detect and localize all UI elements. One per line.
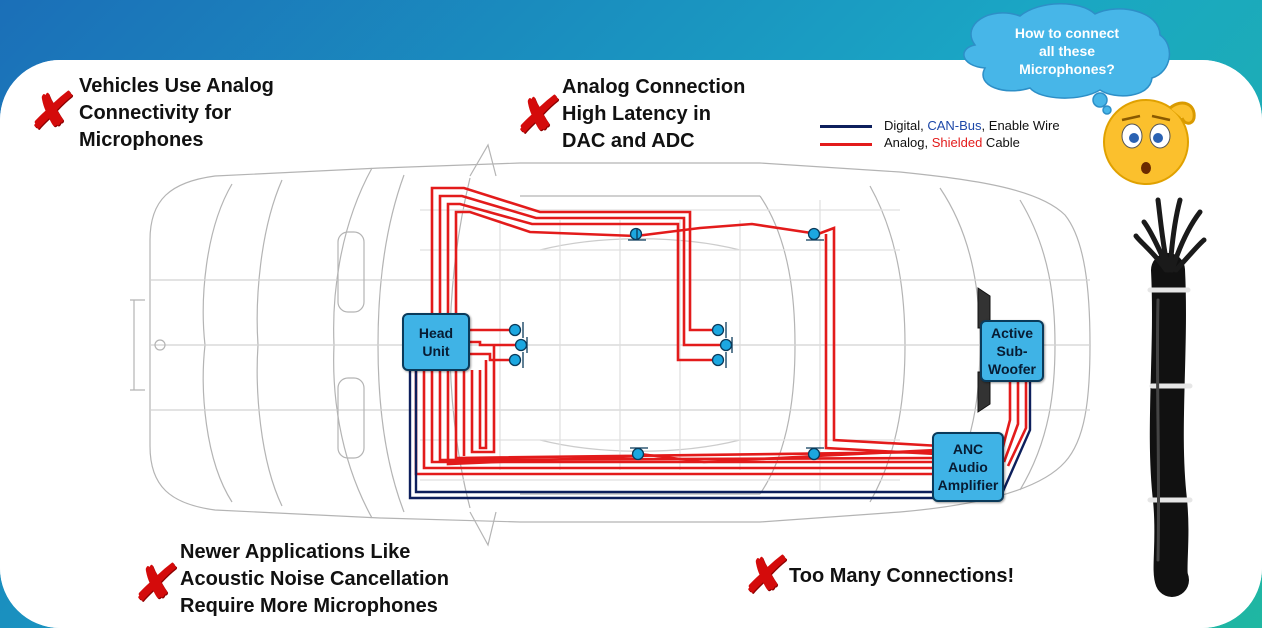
legend-digital-suffix: , Enable Wire xyxy=(981,118,1060,133)
microphone-icon xyxy=(508,352,524,368)
legend-digital-prefix: Digital, xyxy=(884,118,928,133)
callout-analog-mics: Vehicles Use Analog Connectivity for Mic… xyxy=(79,75,274,151)
legend-digital-highlight: CAN-Bus xyxy=(927,118,982,133)
confused-emoji-icon xyxy=(1103,99,1196,185)
microphone-icon xyxy=(630,447,648,461)
legend-analog-suffix: Cable xyxy=(982,135,1020,150)
legend-analog-highlight: Shielded xyxy=(931,135,983,150)
x-mark-icon: ✘ xyxy=(128,554,183,614)
microphone-icon xyxy=(711,352,727,368)
microphone-icon xyxy=(514,337,528,353)
legend-analog-prefix: Analog, xyxy=(884,135,932,150)
microphone-icon xyxy=(719,337,733,353)
callout-too-many: Too Many Connections! xyxy=(789,565,1015,587)
x-mark-icon: ✘ xyxy=(510,86,565,146)
amplifier-box: ANC Audio Amplifier xyxy=(932,432,1004,502)
cable-bundle-icon xyxy=(1133,197,1207,597)
microphones xyxy=(508,227,824,461)
legend-digital-line xyxy=(820,125,872,128)
legend-digital: Digital, CAN-Bus, Enable Wire xyxy=(884,118,1060,133)
callout-anc-mics: Newer Applications Like Acoustic Noise C… xyxy=(180,541,449,617)
subwoofer-box: Active Sub- Woofer xyxy=(980,320,1044,382)
head-unit-box: Head Unit xyxy=(402,313,470,371)
microphone-icon xyxy=(711,322,727,338)
x-mark-icon: ✘ xyxy=(738,546,793,606)
content-panel xyxy=(0,60,1262,628)
microphone-icon xyxy=(806,447,824,461)
microphone-icon xyxy=(628,227,646,241)
callout-latency: Analog Connection High Latency in DAC an… xyxy=(562,76,746,152)
legend-analog-line xyxy=(820,143,872,146)
thought-cloud-icon xyxy=(963,3,1171,115)
x-mark-icon: ✘ xyxy=(24,82,79,142)
thought-bubble-text: How to connect all these Microphones? xyxy=(1014,25,1120,77)
microphone-icon xyxy=(508,322,524,338)
legend-analog: Analog, Shielded Cable xyxy=(884,135,1020,150)
microphone-icon xyxy=(806,227,824,241)
